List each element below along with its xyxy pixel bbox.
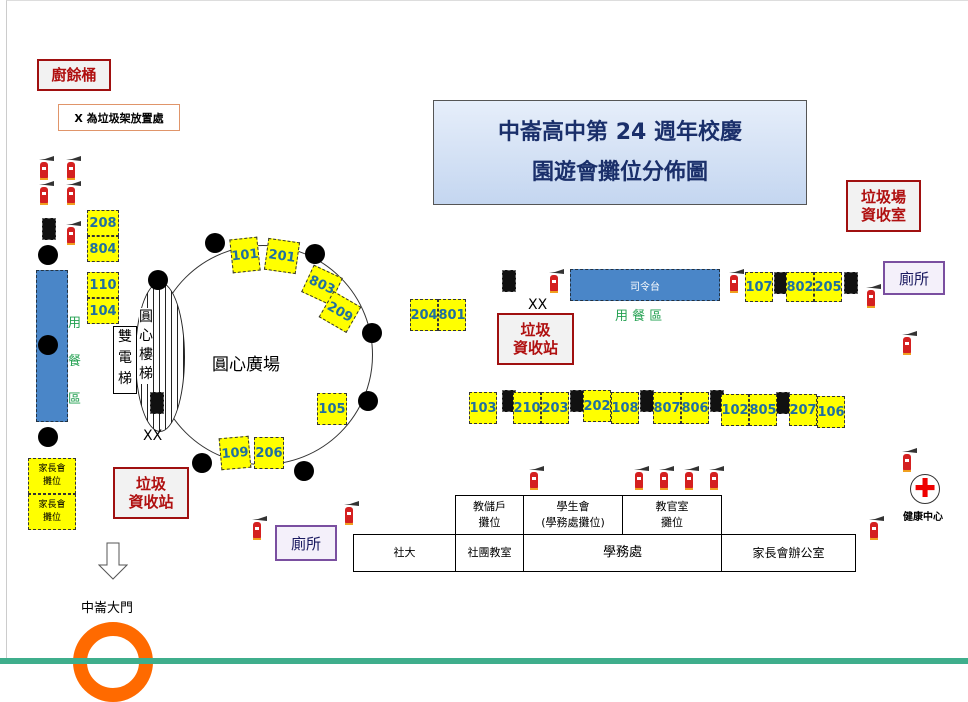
title-line2: 園遊會攤位分佈圖 <box>531 160 708 185</box>
fire-extinguisher-icon <box>680 465 700 491</box>
trash-rack <box>640 390 654 412</box>
fire-extinguisher-icon <box>545 268 565 294</box>
building-bottom-1: 社大 <box>353 534 456 572</box>
fire-extinguisher-icon <box>248 515 268 541</box>
trash-rack <box>844 272 858 294</box>
stall[interactable]: 108 <box>611 392 639 424</box>
x-note: X 為垃圾架放置處 <box>58 104 180 131</box>
stall[interactable]: 204 <box>410 299 438 331</box>
toilet-bottom: 廁所 <box>275 525 337 561</box>
fire-extinguisher-icon <box>655 465 675 491</box>
stall[interactable]: 103 <box>469 392 497 424</box>
trash-rack <box>502 270 516 292</box>
stall[interactable]: 107 <box>745 272 773 302</box>
pillar-dot <box>38 245 58 265</box>
bottom-bar <box>0 658 968 664</box>
toilet-right: 廁所 <box>883 261 945 295</box>
trash-rack <box>570 390 584 412</box>
dining-area-left: 用 餐 區 <box>68 316 82 407</box>
stall[interactable]: 801 <box>438 299 466 331</box>
pillar-dot <box>205 233 225 253</box>
trash-rack <box>776 392 790 414</box>
stall[interactable]: 205 <box>814 272 842 302</box>
podium-label: 司令台 <box>630 281 660 293</box>
recycle-station-center: 垃圾 資收站 <box>497 313 574 365</box>
fire-extinguisher-icon <box>865 515 885 541</box>
stall[interactable]: 101 <box>229 236 261 274</box>
kitchen-waste-label: 廚餘桶 <box>37 59 111 91</box>
stall[interactable]: 208 <box>87 210 119 236</box>
trash-rack <box>42 218 56 240</box>
elevator: 雙 電 梯 <box>113 326 137 394</box>
stairs-label: 圓 心 樓 梯 <box>139 308 153 384</box>
stall[interactable]: 805 <box>749 394 777 426</box>
stall[interactable]: 102 <box>721 394 749 426</box>
fire-extinguisher-icon <box>862 283 882 309</box>
stall[interactable]: 806 <box>681 392 709 424</box>
parent-stall[interactable]: 家長會 攤位 <box>28 494 76 530</box>
health-center-label: 健康中心 <box>903 512 943 523</box>
fire-extinguisher-icon <box>630 465 650 491</box>
building-top-3: 教官室 攤位 <box>622 495 722 535</box>
first-aid-icon: ✚ <box>910 474 940 504</box>
pillar-dot <box>294 461 314 481</box>
xx-center: XX <box>528 297 548 313</box>
building-bottom-3: 學務處 <box>523 534 722 572</box>
stall[interactable]: 207 <box>789 394 817 426</box>
pillar-dot <box>358 391 378 411</box>
stall[interactable]: 104 <box>87 298 119 324</box>
page-frame <box>6 0 968 664</box>
dining-area-right: 用 餐 區 <box>615 309 663 324</box>
stall[interactable]: 807 <box>653 392 681 424</box>
recycle-station-left: 垃圾 資收站 <box>113 467 189 519</box>
down-arrow-icon <box>97 542 129 584</box>
parent-stall[interactable]: 家長會 攤位 <box>28 458 76 494</box>
podium: 司令台 <box>570 269 720 301</box>
fire-extinguisher-icon <box>35 180 55 206</box>
recycle-room-label: 垃圾場 資收室 <box>846 180 921 232</box>
stall[interactable]: 109 <box>218 435 252 471</box>
fire-extinguisher-icon <box>62 155 82 181</box>
fire-extinguisher-icon <box>62 180 82 206</box>
pillar-dot <box>362 323 382 343</box>
main-gate-label: 中崙大門 <box>81 601 134 616</box>
stall[interactable]: 110 <box>87 272 119 298</box>
pillar-dot <box>38 335 58 355</box>
stall[interactable]: 106 <box>817 396 845 428</box>
building-top-2: 學生會 (學務處攤位) <box>523 495 623 535</box>
stall[interactable]: 804 <box>87 236 119 262</box>
plaza-label: 圓心廣場 <box>212 355 280 375</box>
stall[interactable]: 210 <box>513 392 541 424</box>
fire-extinguisher-icon <box>340 500 360 526</box>
fire-extinguisher-icon <box>705 465 725 491</box>
stall[interactable]: 206 <box>254 437 284 469</box>
stall[interactable]: 201 <box>263 237 301 275</box>
fire-extinguisher-icon <box>725 268 745 294</box>
pillar-dot <box>305 244 325 264</box>
stall[interactable]: 802 <box>786 272 814 302</box>
building-bottom-2: 社團教室 <box>455 534 524 572</box>
fire-extinguisher-icon <box>62 220 82 246</box>
building-bottom-4: 家長會辦公室 <box>721 534 856 572</box>
pillar-dot <box>38 427 58 447</box>
fire-extinguisher-icon <box>35 155 55 181</box>
stall[interactable]: 203 <box>541 392 569 424</box>
building-top-1: 教儲戶 攤位 <box>455 495 524 535</box>
fire-extinguisher-icon <box>898 330 918 356</box>
pillar-dot <box>148 270 168 290</box>
pillar-dot <box>192 453 212 473</box>
fire-extinguisher-icon <box>525 465 545 491</box>
title-line1: 中崙高中第 24 週年校慶 <box>498 120 742 145</box>
trash-rack <box>150 392 164 414</box>
stall[interactable]: 202 <box>583 390 611 422</box>
stall[interactable]: 105 <box>317 393 347 425</box>
title-box: 中崙高中第 24 週年校慶 園遊會攤位分佈圖 <box>433 100 807 205</box>
xx-left: XX <box>143 428 163 444</box>
fire-extinguisher-icon <box>898 447 918 473</box>
